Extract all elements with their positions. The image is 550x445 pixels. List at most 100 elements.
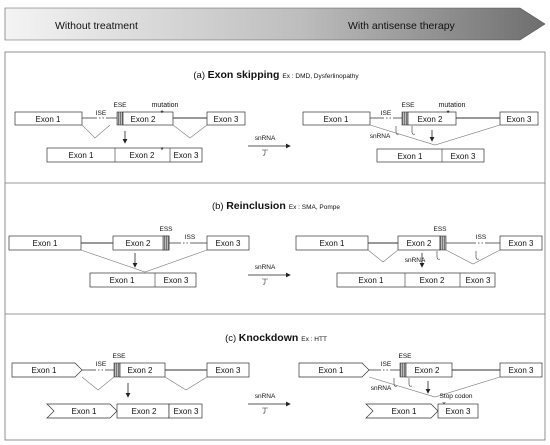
exon3-label: Exon 3 <box>446 407 471 416</box>
splice-line <box>367 249 399 263</box>
exon-box <box>46 147 203 163</box>
exon1-label: Exon 1 <box>319 366 344 375</box>
ess-label: ESS <box>159 226 173 233</box>
exon1-label: Exon 1 <box>320 239 345 248</box>
panel-a-snrna-arrow: snRNA <box>248 135 291 156</box>
exon2-label: Exon 2 <box>128 366 153 375</box>
snrna-icon <box>395 126 400 135</box>
snrna-icon <box>262 407 268 414</box>
exon3-label: Exon 3 <box>164 276 189 285</box>
with-therapy-label: With antisense therapy <box>348 20 456 32</box>
splice-line <box>368 376 501 398</box>
panel-b-left-premrna: Exon 1 Exon 2 Exon 3 ESS ISS <box>8 226 250 273</box>
mutation-star-icon: * <box>160 109 163 118</box>
exon3-label: Exon 3 <box>214 115 239 124</box>
exon-box <box>168 403 203 419</box>
ess-label: ESS <box>433 226 447 233</box>
ise-label: ISE <box>381 110 392 117</box>
exon1-label: Exon 1 <box>359 276 384 285</box>
exon1-label: Exon 1 <box>398 152 423 161</box>
exon-arrow-box <box>365 403 439 419</box>
ese-label: ESE <box>401 102 415 109</box>
exon1-label: Exon 1 <box>36 115 61 124</box>
panels-2-prefix-label: (c) <box>225 333 239 344</box>
snrna-label: snRNA <box>405 257 426 264</box>
iss-label: ISS <box>476 234 487 241</box>
exon-box <box>206 362 250 378</box>
splice-line <box>81 376 115 391</box>
splice-line <box>81 124 111 139</box>
exon1-label: Exon 1 <box>33 239 58 248</box>
exon3-label: Exon 3 <box>451 152 476 161</box>
panel-c-left-premrna: Exon 1 Exon 2 Exon 3 ISE ESE <box>11 353 250 398</box>
panel-a-left-mrna: Exon 1 Exon 2 Exon 3 * <box>46 146 203 163</box>
exon-box <box>89 272 197 288</box>
stop-codon-label: Stop codon <box>440 393 473 400</box>
exon-3-box <box>206 111 246 126</box>
snrna-icon <box>408 378 413 387</box>
snrna-icon <box>262 278 268 285</box>
exon1-label: Exon 1 <box>32 366 57 375</box>
exon2-label: Exon 2 <box>415 366 440 375</box>
splice-line <box>164 376 208 391</box>
exon-box <box>399 362 407 378</box>
panel-a-left-premrna: Exon 1 Exon 2 Exon 3 ISE ESE mutation * <box>14 102 246 144</box>
exon1-label: Exon 1 <box>72 407 97 416</box>
panel-c-right-premrna: Exon 1 Exon 2 Exon 3 ISE ESE snRNA Stop … <box>298 353 543 408</box>
ise-label: ISE <box>96 361 107 368</box>
snrna-label: snRNA <box>371 385 392 392</box>
exon3-label: Exon 3 <box>509 239 534 248</box>
exon-box <box>437 403 479 419</box>
exon3-label: Exon 3 <box>216 239 241 248</box>
panel-c-right-mrna: Exon 1 Exon 3 <box>365 403 479 419</box>
mutation-label: mutation <box>439 102 466 109</box>
exon3-label: Exon 3 <box>174 151 199 160</box>
panels-1-title-label: Reinclusion <box>226 200 286 212</box>
panel-c-left-mrna: Exon 1 Exon 2 Exon 3 <box>46 403 203 419</box>
exon2-label: Exon 2 <box>132 407 157 416</box>
exon3-label: Exon 3 <box>509 366 534 375</box>
panel-b-right-mrna: Exon 1 Exon 2 Exon 3 <box>336 272 496 288</box>
exon2-label: Exon 2 <box>131 115 156 124</box>
panel-b-snrna-arrow: snRNA <box>248 264 291 285</box>
panels-1-prefix-label: (b) <box>212 201 226 212</box>
ise-label: ISE <box>381 361 392 368</box>
exon1-label: Exon 1 <box>69 151 94 160</box>
exon-2-box <box>122 111 174 126</box>
exon-box <box>336 272 496 288</box>
exon2-label: Exon 2 <box>418 115 443 124</box>
exon1-label: Exon 1 <box>392 407 417 416</box>
snrna-icon <box>475 251 480 260</box>
exon1-label: Exon 1 <box>110 276 135 285</box>
iss-label: ISS <box>185 234 196 241</box>
exon-1-box <box>14 111 83 126</box>
exon2-label: Exon 2 <box>126 239 151 248</box>
ese-label: ESE <box>113 102 127 109</box>
exon-box <box>439 235 447 251</box>
exon3-label: Exon 3 <box>174 407 199 416</box>
exon3-label: Exon 3 <box>507 115 532 124</box>
exon-box <box>302 111 371 126</box>
panel-b-left-mrna: Exon 1 Exon 3 <box>89 272 197 288</box>
snrna-label: snRNA <box>370 133 391 140</box>
exon3-label: Exon 3 <box>466 276 491 285</box>
exon1-label: Exon 1 <box>324 115 349 124</box>
exon-box <box>376 148 485 163</box>
panels-1-examples-label: Ex : SMA, Pompe <box>289 204 341 211</box>
exon-box <box>499 111 539 126</box>
mutation-star-icon: * <box>160 146 163 155</box>
snrna-label: snRNA <box>255 393 276 400</box>
exon2-label: Exon 2 <box>407 239 432 248</box>
exon-box <box>206 235 250 251</box>
exon3-label: Exon 3 <box>216 366 241 375</box>
mutation-star-icon: * <box>446 109 449 118</box>
snrna-label: snRNA <box>255 264 276 271</box>
splice-line <box>80 249 208 273</box>
